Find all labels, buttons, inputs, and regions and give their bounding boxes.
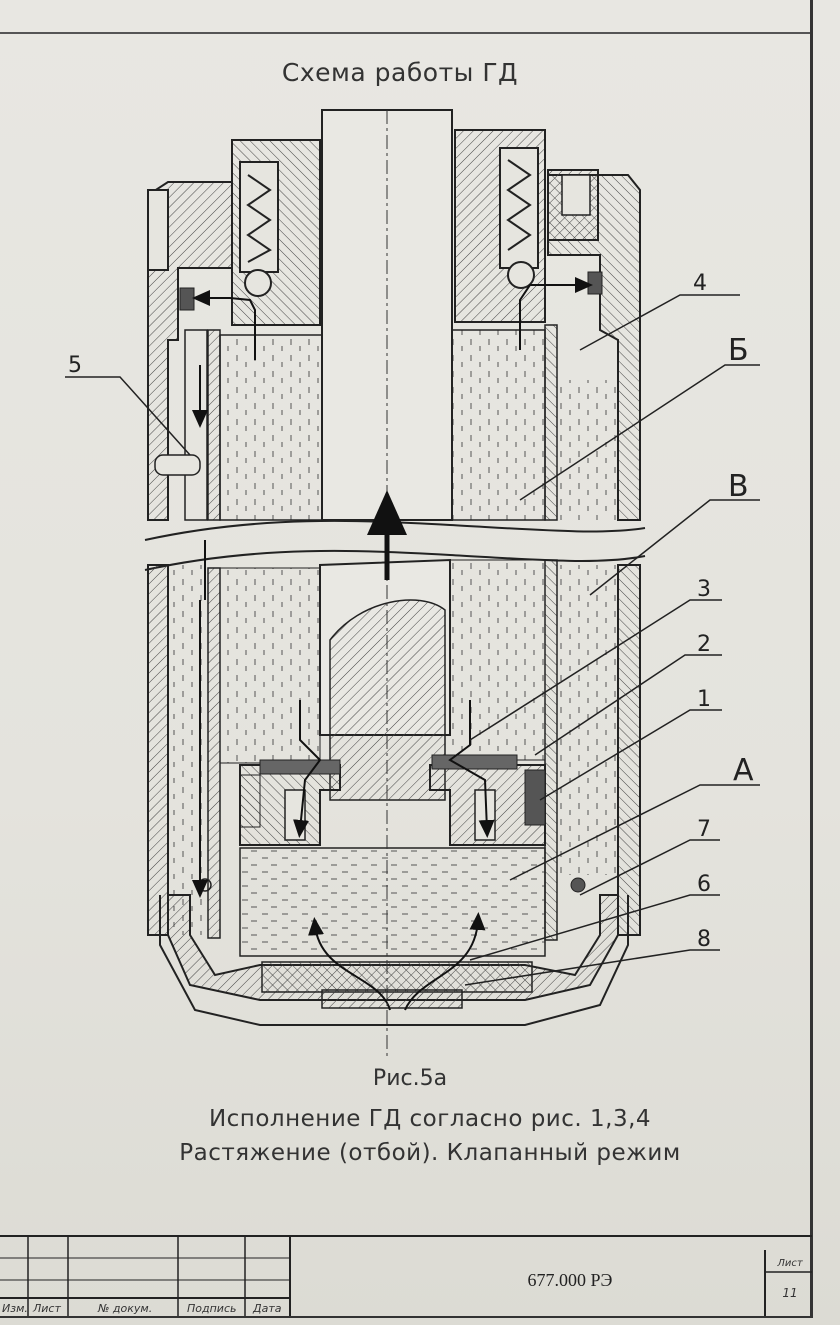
title-block-lines: [0, 1235, 812, 1316]
callout-6: 6: [697, 872, 711, 897]
frame-top-line: [0, 32, 812, 34]
tb-signature-label: Подпись: [187, 1302, 237, 1315]
upper-section: [147, 109, 641, 521]
callout-b-cyr: Б: [728, 333, 749, 368]
tb-docno-label: № докум.: [98, 1302, 153, 1315]
callout-leaders: [65, 294, 760, 986]
callout-5: 5: [68, 353, 82, 378]
frame-right-line: [810, 0, 813, 1318]
tb-list-label: Лист: [33, 1302, 61, 1315]
callout-3: 3: [697, 577, 711, 602]
callout-a-cyr: А: [733, 753, 754, 788]
drawing-title: Схема работы ГД: [281, 58, 519, 87]
callout-labels: 4 Б 5 В 3 2 1 А 7 6 8: [68, 271, 754, 952]
tb-date-label: Дата: [253, 1302, 282, 1315]
tb-izm-label: Изм.: [2, 1302, 28, 1315]
figure-caption-line2: Растяжение (отбой). Клапанный режим: [179, 1140, 681, 1166]
callout-2: 2: [697, 632, 711, 657]
sheet-number: 11: [782, 1286, 798, 1300]
lower-section: [147, 540, 641, 1026]
figure-caption-line1: Исполнение ГД согласно рис. 1,3,4: [208, 1106, 652, 1132]
frame-bottom-line: [0, 1316, 812, 1318]
callout-4: 4: [693, 271, 707, 296]
callout-v-cyr: В: [728, 469, 749, 504]
sheet-label: Лист: [777, 1258, 803, 1269]
callout-1: 1: [697, 687, 711, 712]
callout-8: 8: [697, 927, 711, 952]
figure-number: Рис.5а: [372, 1066, 448, 1091]
callout-7: 7: [697, 817, 711, 842]
document-number: 677.000 РЭ: [527, 1270, 613, 1290]
